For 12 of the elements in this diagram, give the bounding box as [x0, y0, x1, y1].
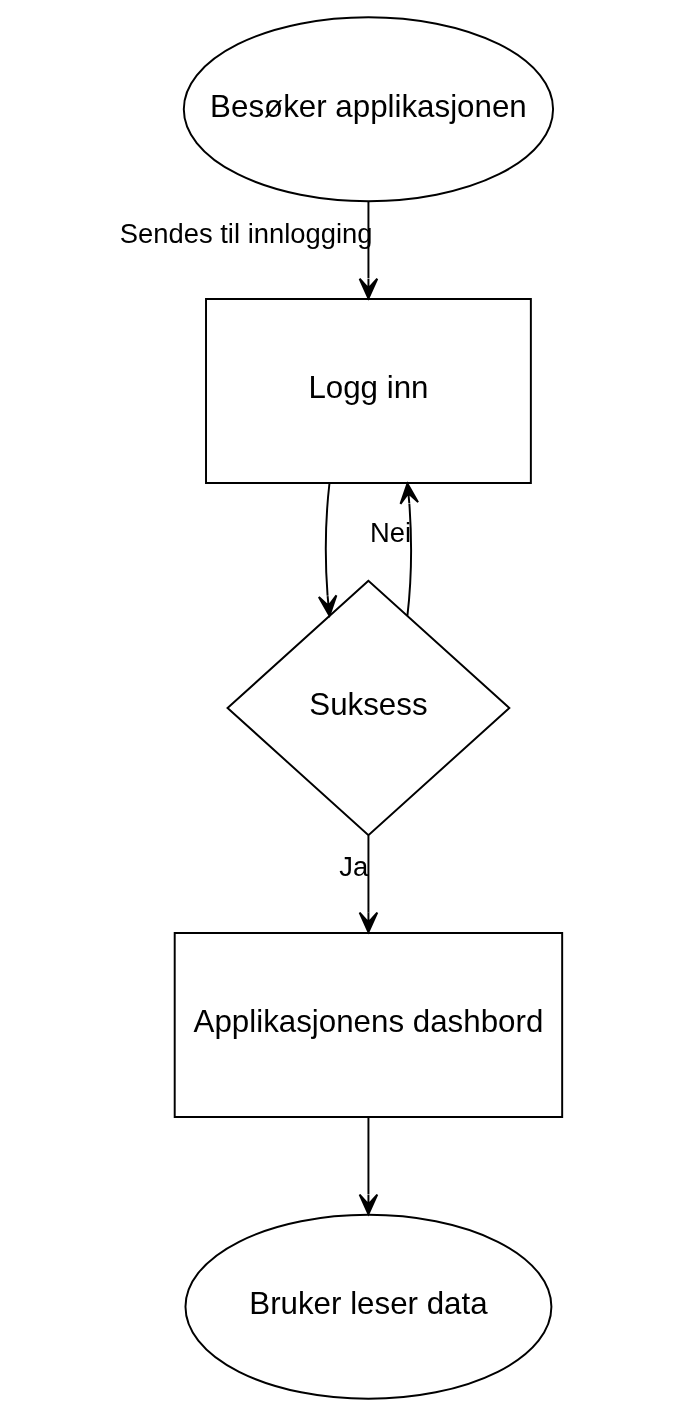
edge-label: Nei [369, 517, 411, 549]
node-ellipse: Besøker applikasjonen [182, 16, 555, 203]
arrow [358, 834, 379, 934]
arrow [317, 482, 338, 617]
node-diamond: Suksess [226, 579, 511, 837]
node-ellipse: Bruker leser data [184, 1213, 553, 1400]
node-box: Applikasjonens dashbord [173, 932, 564, 1118]
arrow [399, 482, 420, 617]
arrow [358, 200, 379, 300]
edge-label: Ja [339, 850, 369, 882]
node-box: Logg inn [205, 298, 532, 484]
arrow [358, 1116, 379, 1216]
